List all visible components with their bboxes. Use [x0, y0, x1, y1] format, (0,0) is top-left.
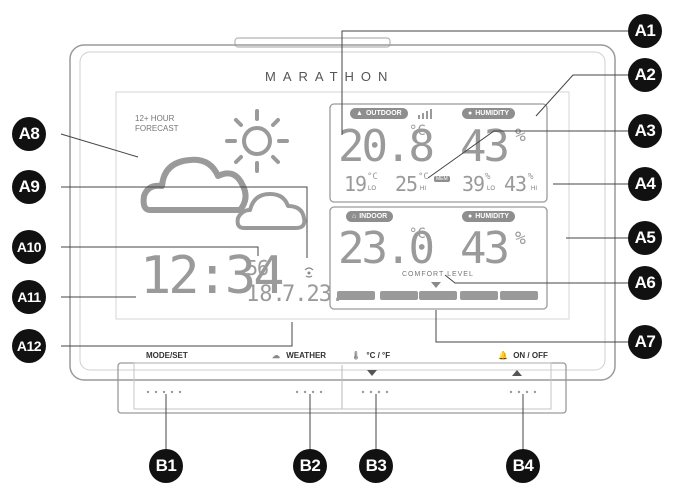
callout-a7: A7 — [628, 325, 662, 359]
hi-temp-unit: °C — [418, 172, 429, 182]
callout-b1: B1 — [149, 449, 183, 483]
reception-icon — [418, 109, 432, 119]
brand-logo: MARATHON — [265, 69, 395, 84]
clock-seconds: 56 — [246, 256, 269, 280]
mem-label: MEM — [434, 176, 450, 182]
unit-button[interactable]: 🌡 °C / °F — [351, 351, 391, 360]
lo-humidity-label: LO — [487, 186, 496, 192]
clock-time: 12:34 — [140, 246, 285, 306]
bell-icon: ▲ — [356, 110, 363, 117]
home-icon: ⌂ — [352, 213, 357, 220]
forecast-label-1: 12+ HOUR — [135, 114, 175, 123]
callout-a8: A8 — [12, 117, 46, 151]
callout-b2: B2 — [293, 449, 327, 483]
drop-icon: ● — [468, 110, 473, 117]
weather-button[interactable]: ☁ WEATHER — [272, 351, 327, 360]
indoor-humidity: 43 — [460, 223, 510, 274]
callout-a12: A12 — [12, 329, 46, 363]
callout-a3: A3 — [628, 114, 662, 148]
callout-a9: A9 — [12, 170, 46, 204]
indoor-temp: 23.0 — [338, 223, 435, 274]
indoor-humidity-label: ● HUMIDITY — [462, 211, 516, 222]
outdoor-humidity-label: ● HUMIDITY — [462, 108, 516, 119]
callout-a10: A10 — [12, 230, 46, 264]
hi-temp: 25 — [395, 172, 418, 196]
forecast-label-2: FORECAST — [135, 124, 179, 133]
callout-a1: A1 — [628, 14, 662, 48]
callout-a2: A2 — [628, 58, 662, 92]
indoor-temp-unit: °C — [409, 226, 426, 242]
callout-b4: B4 — [506, 449, 540, 483]
outdoor-humidity: 43 — [460, 121, 510, 172]
sun-icon — [225, 109, 289, 173]
mode-set-button[interactable]: MODE/SET — [146, 351, 188, 360]
hi-humidity-unit: % — [528, 172, 534, 182]
callout-b3: B3 — [359, 449, 393, 483]
hi-humidity-label: HI — [531, 186, 537, 192]
hi-humidity: 43 — [504, 172, 527, 196]
comfort-level-label: COMFORT LEVEL — [402, 271, 474, 278]
date-day: 18. — [246, 282, 286, 307]
arrow-down-icon — [367, 370, 377, 376]
lo-humidity-unit: % — [485, 172, 491, 182]
callout-a4: A4 — [628, 167, 662, 201]
bell-icon: 🔔 — [498, 351, 508, 360]
weather-icon: ☁ — [272, 351, 280, 360]
date-month-year: 7.23. — [282, 282, 344, 307]
callout-a6: A6 — [628, 266, 662, 300]
arrow-up-icon — [512, 370, 522, 376]
outdoor-temp: 20.8 — [338, 121, 435, 172]
lo-label: LO — [368, 186, 377, 192]
indoor-humidity-unit: % — [515, 228, 526, 249]
lo-temp: 19 — [344, 172, 367, 196]
lo-humidity: 39 — [462, 172, 485, 196]
outdoor-humidity-unit: % — [515, 125, 526, 146]
drop-icon: ● — [468, 213, 473, 220]
indoor-label: ⌂ INDOOR — [346, 211, 394, 222]
lo-temp-unit: °C — [367, 172, 378, 182]
callout-a11: A11 — [12, 280, 46, 314]
outdoor-label: ▲ OUTDOOR — [350, 108, 408, 119]
signal-icon — [304, 267, 314, 278]
outdoor-temp-unit: °C — [409, 123, 426, 139]
thermometer-icon: 🌡 — [351, 351, 362, 360]
cloud-icon — [140, 156, 307, 230]
hi-label: HI — [420, 186, 426, 192]
callout-a5: A5 — [628, 221, 662, 255]
on-off-button[interactable]: 🔔 ON / OFF — [498, 351, 548, 360]
